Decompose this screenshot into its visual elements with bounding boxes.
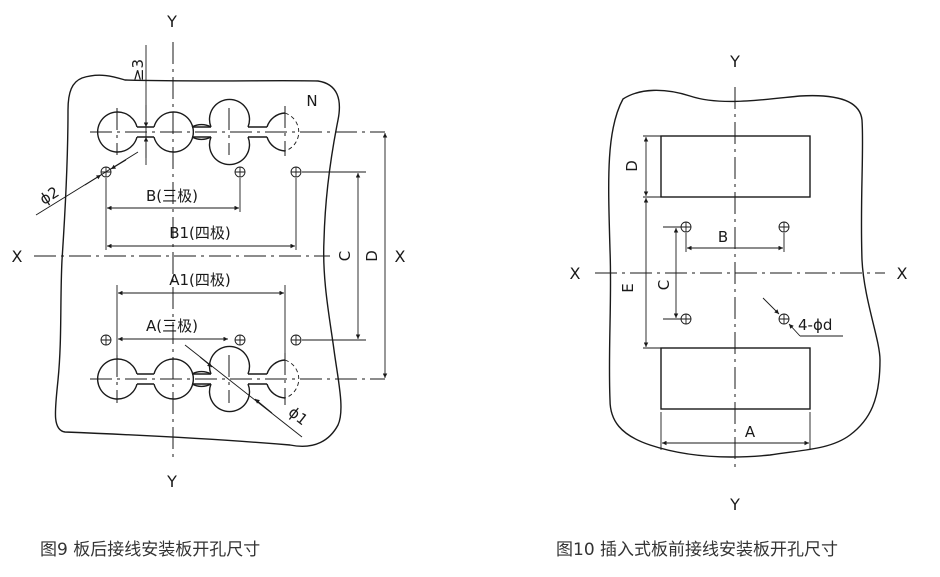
fig9-c-label: C — [336, 251, 354, 261]
fig9-axis-y-top: Y — [166, 12, 177, 31]
fig10-d-label: D — [623, 160, 641, 172]
fig10-upper-cutout — [660, 135, 811, 198]
fig9-mounting-holes — [100, 166, 302, 346]
fig9-phi2-label: ϕ2 — [36, 183, 62, 209]
fig9-axis-y-bottom: Y — [166, 472, 177, 491]
fig10-e-label: E — [619, 283, 637, 292]
fig10-c-label: C — [655, 280, 673, 290]
fig9-axis-x-right: X — [395, 247, 406, 266]
fig9-d-label: D — [363, 250, 381, 262]
fig10-holes-label: 4-ϕd — [798, 316, 832, 334]
fig10-axis-y-bottom: Y — [729, 495, 740, 514]
fig10-axis-y-top: Y — [729, 52, 740, 71]
fig9-b1-label: B1(四极) — [169, 224, 231, 242]
fig9-axis-x-left: X — [12, 247, 23, 266]
fig9-b-label: B(三极) — [146, 187, 198, 205]
fig10-b-label: B — [718, 228, 728, 246]
fig9-bottom-hole-row — [96, 345, 300, 413]
fig9-gap-label: ≥3 — [129, 59, 147, 81]
fig10-axis-x-right: X — [897, 264, 908, 283]
fig10-holes-leader — [762, 297, 780, 315]
fig10-axis-x-left: X — [570, 264, 581, 283]
figure-9: ≥3 ϕ2 B(三极) B1(四极) A1(四极) A(三极) ϕ1 — [12, 12, 406, 560]
fig9-a1-label: A1(四极) — [169, 271, 231, 289]
fig10-panel-outline — [608, 89, 881, 458]
fig10-mounting-holes — [680, 221, 790, 325]
fig10-lower-cutout — [660, 347, 811, 410]
fig9-phi1-label: ϕ1 — [285, 403, 311, 429]
fig9-panel-outline — [54, 74, 342, 447]
fig9-neutral-label: N — [306, 92, 317, 110]
fig9-caption: 图9 板后接线安装板开孔尺寸 — [40, 540, 260, 560]
figure-10: D E C B A 4-ϕd Y Y X X 图10 插入式板前 — [556, 52, 908, 560]
fig10-caption: 图10 插入式板前接线安装板开孔尺寸 — [556, 540, 838, 560]
fig9-a-label: A(三极) — [146, 317, 198, 335]
fig9-top-hole-row — [96, 98, 300, 166]
fig10-a-label: A — [745, 423, 756, 441]
